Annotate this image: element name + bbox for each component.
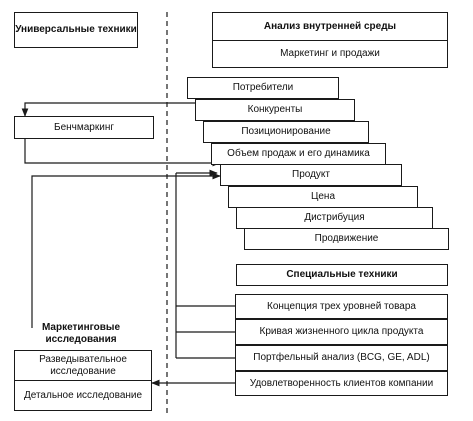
step-distribution: Дистрибуция xyxy=(236,207,433,229)
universal-techniques-title: Универсальные техники xyxy=(15,24,137,36)
special-item-satisfaction: Удовлетворенность клиентов компании xyxy=(235,371,448,396)
marketing-sales-label: Маркетинг и продажи xyxy=(213,39,447,68)
benchmarking-to-product-arrow xyxy=(24,139,221,167)
special-item-three-levels: Концепция трех уровней товара xyxy=(235,294,448,319)
step-promotion: Продвижение xyxy=(244,228,449,250)
research-to-product-arrow xyxy=(31,172,221,328)
internal-analysis-title: Анализ внутренней среды xyxy=(263,20,397,32)
benchmarking-box: Бенчмаркинг xyxy=(14,116,154,139)
step-competitors: Конкуренты xyxy=(195,99,355,121)
competitors-to-benchmarking-arrow xyxy=(21,102,196,117)
special-techniques-header: Специальные техники xyxy=(236,264,448,286)
step-consumers: Потребители xyxy=(187,77,339,99)
step-sales-volume: Объем продаж и его динамика xyxy=(211,143,386,165)
special-item-portfolio: Портфельный анализ (BCG, GE, ADL) xyxy=(235,345,448,371)
detailed-research: Детальное исследование xyxy=(15,380,151,410)
step-price: Цена xyxy=(228,186,418,208)
step-positioning: Позиционирование xyxy=(203,121,369,143)
internal-analysis-header: Анализ внутренней среды Маркетинг и прод… xyxy=(212,12,448,68)
step-product: Продукт xyxy=(220,164,402,186)
universal-techniques-header: Универсальные техники xyxy=(14,12,138,48)
exploratory-research: Разведывательное исследование xyxy=(39,354,127,377)
research-types-box: Разведывательное исследование Детальное … xyxy=(14,350,152,411)
marketing-research-title: Маркетинговые исследования xyxy=(41,322,121,345)
special-item-life-cycle: Кривая жизненного цикла продукта xyxy=(235,319,448,345)
